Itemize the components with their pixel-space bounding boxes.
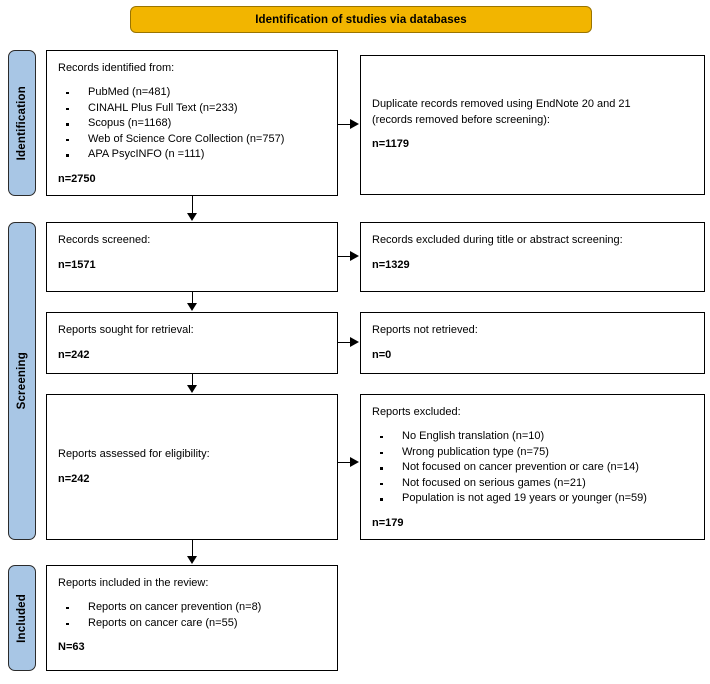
box-duplicate-records-removed-count: n=1179	[372, 138, 410, 151]
arrowhead-right-icon	[350, 337, 359, 347]
box-records-excluded-screening: Records excluded during title or abstrac…	[360, 222, 705, 292]
box-reports-excluded-reason-list: No English translation (n=10) Wrong publ…	[372, 429, 693, 507]
list-item: Population is not aged 19 years or young…	[372, 491, 693, 507]
arrowhead-down-icon	[187, 385, 197, 393]
list-item: Reports on cancer care (n=55)	[58, 616, 326, 632]
connector-eligibility-to-excluded	[338, 462, 352, 464]
box-reports-included: Reports included in the review: Reports …	[46, 565, 338, 671]
connector-sought-to-eligibility	[192, 374, 194, 386]
box-reports-included-count: N=63	[58, 641, 85, 654]
list-item: CINAHL Plus Full Text (n=233)	[58, 101, 326, 117]
arrowhead-down-icon	[187, 303, 197, 311]
box-duplicate-records-removed: Duplicate records removed using EndNote …	[360, 55, 705, 195]
box-records-identified-heading: Records identified from:	[58, 62, 175, 74]
diagram-header-banner: Identification of studies via databases	[130, 6, 592, 33]
connector-screened-to-sought	[192, 292, 194, 304]
connector-identified-to-screened	[192, 196, 194, 214]
connector-screened-to-excluded-screening	[338, 256, 352, 258]
list-item: No English translation (n=10)	[372, 429, 693, 445]
arrowhead-right-icon	[350, 251, 359, 261]
box-reports-assessed-eligibility-count: n=242	[58, 472, 90, 485]
list-item: Reports on cancer prevention (n=8)	[58, 600, 326, 616]
box-reports-excluded: Reports excluded: No English translation…	[360, 394, 705, 540]
box-reports-excluded-count: n=179	[372, 516, 404, 529]
list-item: Wrong publication type (n=75)	[372, 445, 693, 461]
box-records-excluded-screening-count: n=1329	[372, 258, 410, 271]
box-records-excluded-screening-heading: Records excluded during title or abstrac…	[372, 234, 623, 246]
box-records-screened-heading: Records screened:	[58, 234, 151, 246]
box-records-identified-source-list: PubMed (n=481) CINAHL Plus Full Text (n=…	[58, 85, 326, 163]
list-item: PubMed (n=481)	[58, 85, 326, 101]
stage-tab-screening-label: Screening	[16, 352, 28, 410]
box-reports-sought-count: n=242	[58, 348, 90, 361]
box-reports-sought-heading: Reports sought for retrieval:	[58, 324, 194, 336]
list-item: Scopus (n=1168)	[58, 116, 326, 132]
connector-sought-to-not-retrieved	[338, 342, 352, 344]
banner-title: Identification of studies via databases	[255, 13, 467, 26]
box-duplicate-records-removed-heading-line2: (records removed before screening):	[372, 113, 550, 126]
box-records-identified-count: n=2750	[58, 172, 96, 185]
arrowhead-down-icon	[187, 213, 197, 221]
box-reports-assessed-eligibility-heading: Reports assessed for eligibility:	[58, 447, 210, 460]
box-duplicate-records-removed-heading-line1: Duplicate records removed using EndNote …	[372, 97, 631, 110]
box-reports-excluded-heading: Reports excluded:	[372, 406, 461, 418]
box-reports-not-retrieved-count: n=0	[372, 348, 392, 361]
box-reports-not-retrieved-heading: Reports not retrieved:	[372, 324, 478, 336]
list-item: Not focused on serious games (n=21)	[372, 476, 693, 492]
box-reports-assessed-eligibility: Reports assessed for eligibility: n=242	[46, 394, 338, 540]
list-item: Web of Science Core Collection (n=757)	[58, 132, 326, 148]
box-reports-sought: Reports sought for retrieval: n=242	[46, 312, 338, 374]
box-reports-included-heading: Reports included in the review:	[58, 577, 209, 589]
stage-tab-included: Included	[8, 565, 36, 671]
box-reports-included-list: Reports on cancer prevention (n=8) Repor…	[58, 600, 326, 631]
arrowhead-right-icon	[350, 457, 359, 467]
stage-tab-screening: Screening	[8, 222, 36, 540]
box-records-screened-count: n=1571	[58, 258, 96, 271]
box-reports-not-retrieved: Reports not retrieved: n=0	[360, 312, 705, 374]
arrowhead-down-icon	[187, 556, 197, 564]
list-item: Not focused on cancer prevention or care…	[372, 460, 693, 476]
stage-tab-identification: Identification	[8, 50, 36, 196]
box-records-screened: Records screened: n=1571	[46, 222, 338, 292]
connector-identified-to-duplicates	[338, 124, 352, 126]
arrowhead-right-icon	[350, 119, 359, 129]
stage-tab-identification-label: Identification	[16, 85, 28, 161]
list-item: APA PsycINFO (n =111)	[58, 147, 326, 163]
connector-eligibility-to-included	[192, 540, 194, 557]
box-records-identified: Records identified from: PubMed (n=481) …	[46, 50, 338, 196]
stage-tab-included-label: Included	[16, 593, 28, 643]
